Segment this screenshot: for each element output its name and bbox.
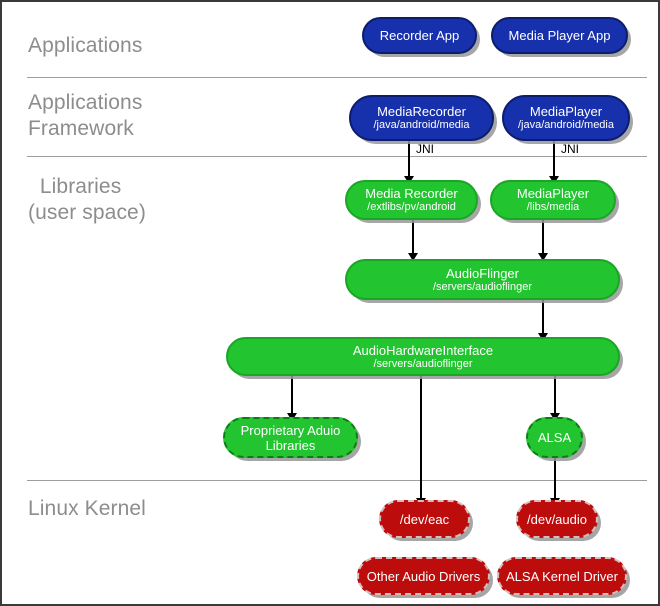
tier-label-linux-kernel: Linux Kernel bbox=[28, 497, 146, 520]
node-media-recorder-lib[interactable]: Media Recorder /extlibs/pv/android bbox=[345, 180, 478, 220]
connector-mediaplayer-jni bbox=[553, 141, 555, 179]
node-audiohardwareinterface[interactable]: AudioHardwareInterface /servers/audiofli… bbox=[226, 337, 620, 376]
node-audioflinger[interactable]: AudioFlinger /servers/audioflinger bbox=[345, 259, 620, 300]
node-title: MediaPlayer bbox=[516, 186, 590, 201]
connector-player-audioflinger bbox=[542, 218, 544, 256]
connector-label-mediaplayer-jni: JNI bbox=[561, 142, 579, 156]
node-title: MediaPlayer bbox=[529, 104, 603, 119]
tier-label-applications: Applications bbox=[28, 34, 143, 57]
node-title: Media Player App bbox=[508, 28, 611, 43]
connector-label-mediarecorder-jni: JNI bbox=[416, 142, 434, 156]
connector-ahi-deveac bbox=[420, 374, 422, 501]
connector-recorder-audioflinger bbox=[412, 218, 414, 256]
connector-ahi-alsa bbox=[554, 374, 556, 416]
node-title: Recorder App bbox=[379, 28, 460, 43]
node-subtitle: /java/android/media bbox=[517, 119, 614, 131]
tier-label-applications-framework: Applications Framework bbox=[28, 91, 143, 140]
node-subtitle: /servers/audioflinger bbox=[432, 280, 533, 293]
node-alsa[interactable]: ALSA bbox=[526, 417, 583, 458]
node-title: ALSA bbox=[537, 430, 572, 445]
arrowhead-recorder-audioflinger bbox=[408, 253, 418, 261]
node-alsa-kernel-driver[interactable]: ALSA Kernel Driver bbox=[497, 557, 627, 595]
node-subtitle: Libraries bbox=[265, 437, 316, 453]
node-subtitle: /servers/audioflinger bbox=[373, 357, 473, 370]
node-dev-audio[interactable]: /dev/audio bbox=[516, 500, 598, 538]
node-subtitle: /extlibs/pv/android bbox=[367, 201, 456, 213]
node-title: MediaRecorder bbox=[377, 104, 466, 119]
divider-applications bbox=[27, 77, 647, 78]
node-mediaplayer-lib[interactable]: MediaPlayer /libs/media bbox=[490, 180, 616, 220]
arrowhead-player-audioflinger bbox=[538, 253, 548, 261]
divider-kernel bbox=[27, 480, 647, 481]
node-title: AudioHardwareInterface bbox=[352, 342, 494, 358]
connector-audioflinger-ahi bbox=[542, 298, 544, 336]
node-title: Proprietary Aduio bbox=[240, 422, 341, 438]
node-title: AudioFlinger bbox=[446, 265, 519, 281]
connector-alsa-devaudio bbox=[554, 457, 556, 501]
node-title: Other Audio Drivers bbox=[366, 568, 481, 584]
node-other-audio-drivers[interactable]: Other Audio Drivers bbox=[357, 557, 490, 595]
node-media-player-app[interactable]: Media Player App bbox=[491, 17, 628, 54]
node-title: Media Recorder bbox=[365, 186, 458, 201]
node-title: /dev/eac bbox=[399, 511, 450, 527]
node-mediarecorder-framework[interactable]: MediaRecorder /java/android/media bbox=[349, 95, 494, 141]
node-proprietary-audio-libs[interactable]: Proprietary Aduio Libraries bbox=[223, 417, 358, 458]
connector-ahi-proprietary bbox=[291, 374, 293, 416]
divider-framework bbox=[27, 156, 647, 157]
node-subtitle: /java/android/media bbox=[373, 119, 470, 131]
node-title: ALSA Kernel Driver bbox=[506, 568, 618, 584]
tier-label-libraries: Libraries (user space) bbox=[28, 175, 146, 224]
connector-mediarecorder-jni bbox=[408, 141, 410, 179]
node-subtitle: /libs/media bbox=[526, 201, 580, 213]
node-title: /dev/audio bbox=[527, 511, 587, 527]
node-mediaplayer-framework[interactable]: MediaPlayer /java/android/media bbox=[502, 95, 630, 141]
node-recorder-app[interactable]: Recorder App bbox=[362, 17, 477, 54]
node-dev-eac[interactable]: /dev/eac bbox=[379, 500, 470, 538]
